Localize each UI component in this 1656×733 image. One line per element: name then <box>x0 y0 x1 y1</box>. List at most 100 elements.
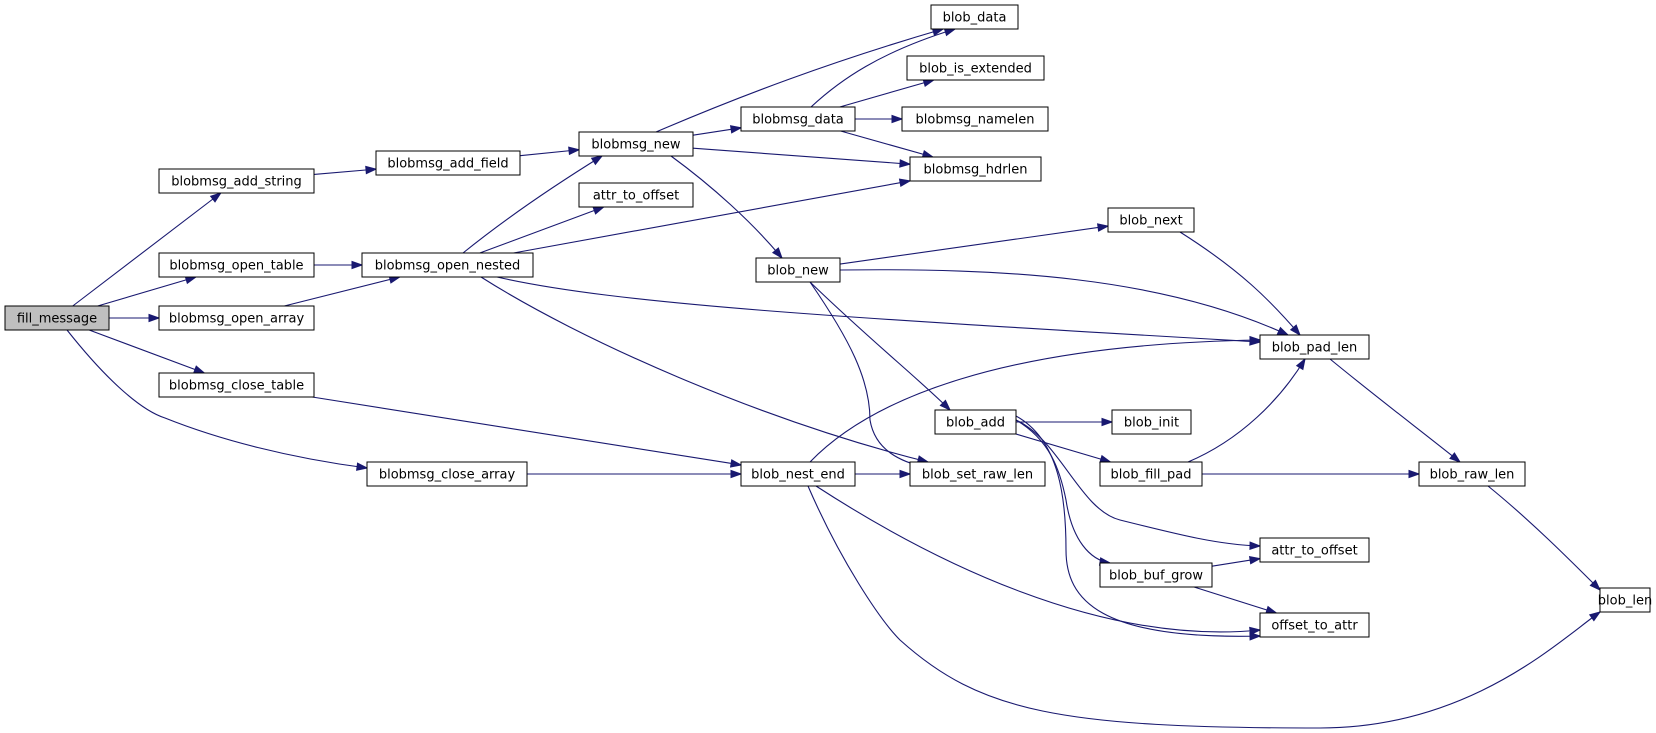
node-box <box>755 257 841 283</box>
edge-blob_buf_grow-to-attr_to_offset_bottom <box>1211 555 1262 567</box>
node-blobmsg-open-nested[interactable]: blobmsg_open_nested <box>361 252 534 278</box>
node-box <box>930 4 1019 30</box>
edge-line <box>807 485 1601 729</box>
edge-line <box>839 269 1289 336</box>
edge-fill_message-to-blobmsg_close_array <box>66 329 369 471</box>
edge-line <box>692 147 911 165</box>
edge-blobmsg_new-to-blobmsg_data <box>692 125 743 136</box>
node-label: blob_nest_end <box>751 468 845 483</box>
node-blobmsg-open-array[interactable]: blobmsg_open_array <box>158 305 315 331</box>
edge-blobmsg_new-to-blobmsg_hdrlen <box>692 147 912 168</box>
node-blobmsg-close-table[interactable]: blobmsg_close_table <box>158 372 315 398</box>
edge-line <box>839 79 934 108</box>
node-blob-is-extended[interactable]: blob_is_extended <box>906 55 1045 81</box>
node-blob-next[interactable]: blob_next <box>1107 207 1195 233</box>
arrowhead <box>898 178 912 188</box>
arrowhead <box>1289 324 1301 337</box>
edge-blob_new-to-blob_add <box>809 281 952 412</box>
node-box <box>1599 587 1651 613</box>
node-label: blobmsg_data <box>752 113 844 128</box>
edge-blob_nest_end-to-blob_pad_len <box>809 335 1262 463</box>
node-blob-new[interactable]: blob_new <box>755 257 841 283</box>
edge-blob_pad_len-to-blob_raw_len <box>1329 358 1462 463</box>
edge-blobmsg_open_nested-to-blobmsg_hdrlen <box>513 178 912 254</box>
node-blob-add[interactable]: blob_add <box>934 409 1017 435</box>
node-blobmsg-open-table[interactable]: blobmsg_open_table <box>158 252 315 278</box>
arrowhead <box>1449 452 1462 463</box>
node-box <box>375 150 521 176</box>
edge-blob_add-to-blob_buf_grow <box>1015 419 1112 566</box>
node-blob-nest-end[interactable]: blob_nest_end <box>740 461 856 487</box>
node-offset-to-attr[interactable]: offset_to_attr <box>1259 612 1370 638</box>
edge-blobmsg_add_string-to-blobmsg_add_field <box>313 165 378 175</box>
node-blob-data[interactable]: blob_data <box>930 4 1019 30</box>
edge-line <box>815 485 1261 633</box>
edge-line <box>513 180 911 254</box>
arrowhead <box>729 459 743 468</box>
edge-line <box>1015 419 1111 564</box>
node-box <box>366 461 528 487</box>
arrowhead <box>1276 326 1290 336</box>
node-label: blobmsg_add_string <box>171 175 302 190</box>
edge-line <box>462 155 603 254</box>
edge-fill_message-to-blobmsg_open_table <box>97 275 198 307</box>
node-label: blob_add <box>946 416 1005 431</box>
node-box <box>1111 409 1192 435</box>
node-label: blobmsg_hdrlen <box>924 163 1028 178</box>
node-blob-pad-len[interactable]: blob_pad_len <box>1259 334 1370 360</box>
edge-line <box>97 276 197 307</box>
node-blob-len[interactable]: blob_len <box>1598 587 1652 613</box>
edge-blob_add-to-blob_init <box>1016 417 1114 427</box>
function-nodes: fill_message blobmsg_add_string blobmsg_ad… <box>4 4 1652 638</box>
node-blobmsg-new[interactable]: blobmsg_new <box>578 131 694 157</box>
node-label: blob_next <box>1119 214 1182 229</box>
node-blobmsg-namelen[interactable]: blobmsg_namelen <box>901 106 1049 132</box>
node-label: blobmsg_new <box>591 138 680 153</box>
node-label: blob_buf_grow <box>1109 569 1203 584</box>
node-blob-buf-grow[interactable]: blob_buf_grow <box>1099 562 1213 588</box>
node-label: blob_pad_len <box>1272 341 1357 356</box>
edge-line <box>655 28 944 133</box>
node-blobmsg-data[interactable]: blobmsg_data <box>740 106 856 132</box>
arrowhead <box>1101 417 1114 427</box>
node-box <box>158 168 315 194</box>
node-blob-fill-pad[interactable]: blob_fill_pad <box>1099 461 1203 487</box>
edge-line <box>670 155 783 259</box>
arrowhead <box>1249 631 1262 641</box>
edge-blobmsg_new-to-blob_new <box>670 155 783 260</box>
node-box <box>1259 334 1370 360</box>
node-attr-to-offset-bottom[interactable]: attr_to_offset <box>1259 537 1370 563</box>
node-box <box>1099 461 1203 487</box>
arrowhead <box>209 192 222 203</box>
node-blob-init[interactable]: blob_init <box>1111 409 1192 435</box>
node-label: blobmsg_open_table <box>169 259 303 274</box>
node-fill-message[interactable]: fill_message <box>4 305 110 331</box>
edge-blob_new-to-blob_next <box>839 223 1110 265</box>
node-box <box>740 461 856 487</box>
node-label: offset_to_attr <box>1271 619 1358 634</box>
edge-blob_nest_end-to-blob_set_raw_len <box>855 469 912 479</box>
edge-blobmsg_open_array-to-blobmsg_open_nested <box>284 275 402 307</box>
node-attr-to-offset-top[interactable]: attr_to_offset <box>578 182 694 208</box>
arrowhead <box>1408 469 1421 479</box>
node-box <box>361 252 534 278</box>
node-label: blob_new <box>767 264 829 279</box>
edge-blobmsg_data-to-blobmsg_namelen <box>855 114 904 124</box>
node-blob-raw-len[interactable]: blob_raw_len <box>1418 461 1526 487</box>
edge-blob_next-to-blob_pad_len <box>1179 231 1301 337</box>
arrowhead <box>193 365 206 374</box>
node-blobmsg-close-array[interactable]: blobmsg_close_array <box>366 461 528 487</box>
node-label: fill_message <box>17 312 97 327</box>
node-box <box>1418 461 1526 487</box>
arrowhead <box>568 146 581 156</box>
edge-line <box>479 206 604 254</box>
node-blob-set-raw-len[interactable]: blob_set_raw_len <box>909 461 1046 487</box>
node-label: blobmsg_close_table <box>169 379 304 394</box>
node-blobmsg-add-field[interactable]: blobmsg_add_field <box>375 150 521 176</box>
edge-line <box>1015 415 1261 637</box>
edge-line <box>809 281 951 411</box>
node-label: blobmsg_open_array <box>169 312 305 327</box>
arrowhead <box>1295 357 1306 371</box>
node-blobmsg-hdrlen[interactable]: blobmsg_hdrlen <box>909 156 1042 182</box>
node-blobmsg-add-string[interactable]: blobmsg_add_string <box>158 168 315 194</box>
